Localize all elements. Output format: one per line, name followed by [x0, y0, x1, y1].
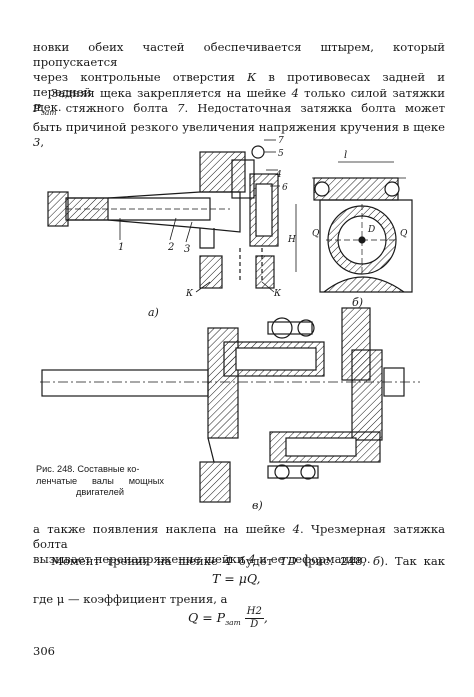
formula-q: Q = Pзат H2 D , — [188, 606, 268, 630]
text-line: Pзат стяжного болта 7. Недостаточная зат… — [33, 101, 445, 117]
paragraph-1: новки обеих частей обеспечивается штырем… — [33, 40, 445, 115]
label-l: l — [344, 150, 347, 161]
paragraph-2: Задняя щека закрепляется на шейке 4 толь… — [33, 86, 445, 150]
text-line: новки обеих частей обеспечивается штырем… — [33, 40, 445, 69]
label-q-right: Q — [400, 229, 408, 239]
label-4: 4 — [275, 170, 282, 180]
text-line: а также появления наклепа на шейке 4. Чр… — [33, 522, 446, 551]
label-3: 3 — [184, 244, 190, 255]
label-5: 5 — [278, 149, 284, 159]
fraction: H2 D — [244, 606, 264, 630]
label-q-left: Q — [312, 229, 320, 239]
text-line: Момент трения на шейке 4 будет TD (рис. … — [51, 554, 445, 568]
text-line: щек. — [33, 100, 62, 114]
text-line: быть причиной резкого увеличения напряже… — [33, 120, 445, 149]
sublabel-a: а) — [148, 306, 159, 319]
figure-248: 1 2 3 4 5 6 7 К К а) l Q — [40, 136, 420, 512]
drawing-c: в) — [40, 307, 420, 512]
figure-caption: Рис. 248. Составные ко- ленчатые валы мо… — [36, 464, 164, 497]
text-line: вызывает перенапряжение шейки 4 и ее деф… — [33, 552, 371, 566]
label-k-left: К — [185, 289, 194, 299]
paragraph-5: где μ — коэффициент трения, а — [33, 592, 445, 607]
label-h: H — [287, 235, 296, 245]
drawing-a: 1 2 3 4 5 6 7 К К а) — [47, 136, 288, 319]
sublabel-c: в) — [252, 499, 263, 512]
label-1: 1 — [118, 242, 124, 253]
paragraph-4: Момент трения на шейке 4 будет TD (рис. … — [33, 554, 445, 569]
paragraph-3: а также появления наклепа на шейке 4. Чр… — [33, 522, 445, 567]
formula-friction: T = μQ, — [212, 571, 261, 586]
label-2: 2 — [167, 242, 174, 253]
sublabel-b: б) — [352, 296, 363, 309]
page-number: 306 — [33, 644, 55, 658]
text-line: через контрольные отверстия К в противов… — [33, 70, 445, 99]
label-6: 6 — [282, 183, 288, 193]
label-d: D — [367, 225, 375, 235]
drawing-b: l Q H Q D б) — [287, 150, 413, 309]
label-7: 7 — [278, 136, 284, 146]
text-line: Задняя щека закрепляется на шейке 4 толь… — [51, 86, 445, 100]
text-line: где μ — коэффициент трения, а — [33, 592, 228, 606]
label-k-right: К — [273, 289, 282, 299]
